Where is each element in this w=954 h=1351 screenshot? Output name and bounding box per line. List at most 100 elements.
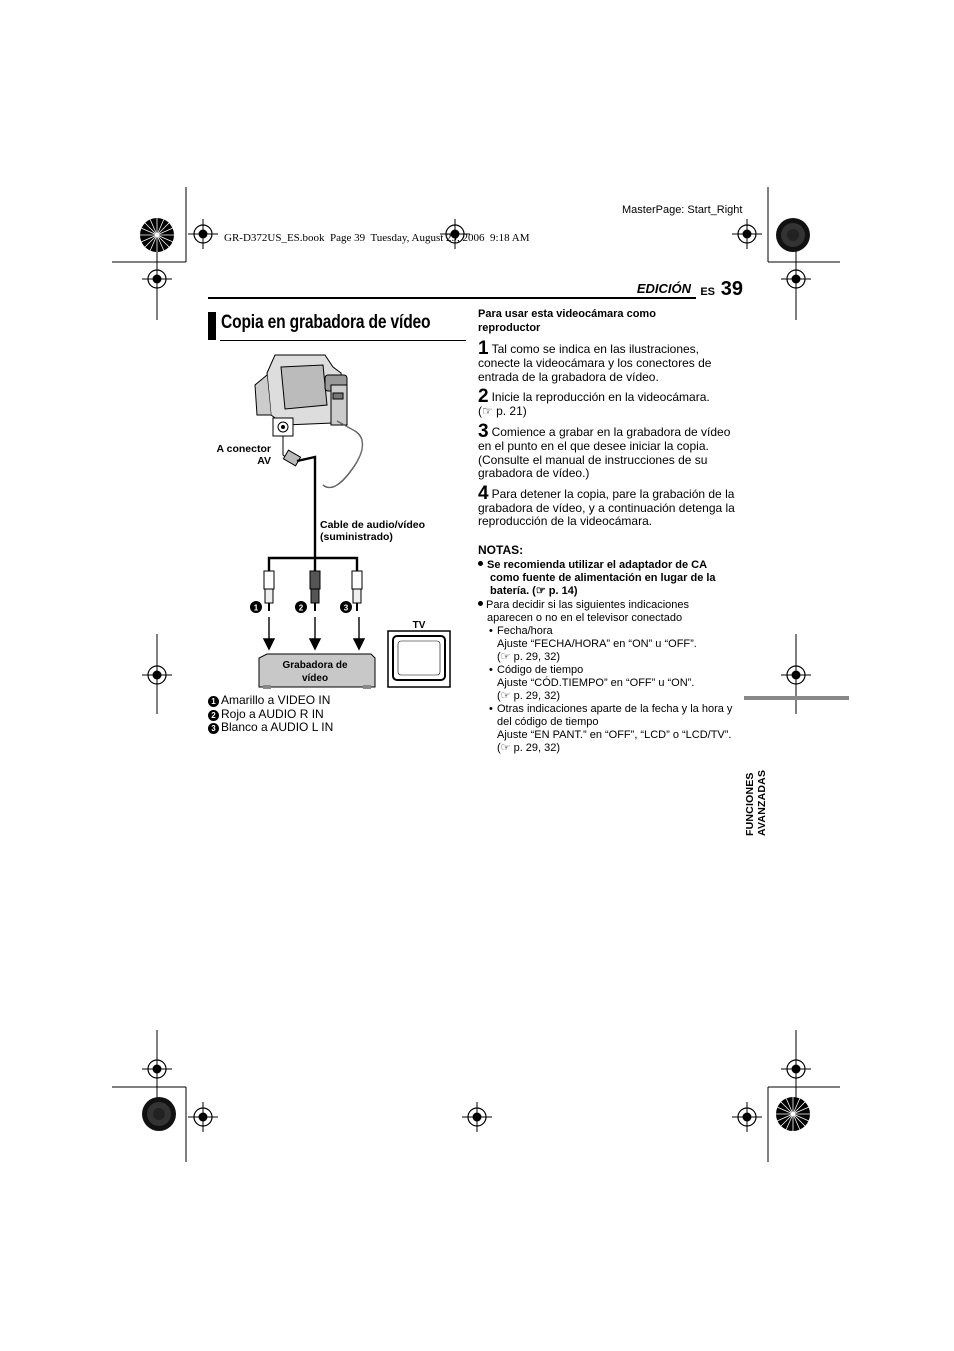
step-text-line: Para detener la copia, pare la grabación…	[491, 486, 735, 501]
av-connector-label-line2: AV	[257, 455, 271, 467]
connection-diagram: 1 2 3 Grabadora de vídeo TV	[250, 354, 451, 689]
color-target-icon	[142, 1097, 176, 1131]
note-text-line: como fuente de alimentación en lugar de …	[490, 571, 716, 584]
step-number: 3	[478, 420, 489, 442]
page-reference: (☞ p. 29, 32)	[497, 741, 561, 754]
legend-number: 1	[208, 696, 219, 707]
page-reference: (☞ p. 29, 32)	[497, 689, 561, 702]
legend-number: 2	[208, 709, 219, 721]
crosshair-target-icon	[142, 660, 172, 690]
cable-label: Cable de audio/vídeo (suministrado)	[320, 519, 425, 543]
subitem-line: Ajuste “FECHA/HORA” en “ON” u “OFF”.	[497, 637, 697, 650]
title-bar-marker	[208, 312, 216, 340]
marker-3: 3	[344, 604, 349, 613]
page-number: 39	[720, 278, 743, 300]
crosshair-target-icon	[188, 1102, 218, 1132]
sub-bullet: •	[489, 663, 493, 676]
bullet-icon	[478, 600, 483, 606]
subitem-title: Fecha/hora	[497, 624, 553, 637]
tv-illustration	[387, 630, 451, 688]
note-2: Para decidir si las siguientes indicacio…	[478, 599, 740, 625]
crosshair-target-icon	[781, 660, 811, 690]
legend-text: Amarillo a VIDEO IN	[221, 693, 331, 707]
crosshair-target-icon	[781, 1054, 811, 1084]
tv-label: TV	[413, 620, 426, 631]
step-text-line: Comience a grabar en la grabadora de víd…	[491, 424, 731, 439]
step-number: 2	[478, 386, 489, 408]
step-text-line: entrada de la grabadora de vídeo.	[478, 369, 659, 384]
rca-plug-white	[351, 570, 363, 611]
cable-label-line1: Cable de audio/vídeo	[320, 519, 426, 531]
step-text-line: en el punto en el que desee iniciar la c…	[478, 438, 709, 453]
av-connector-label: A conector AV	[208, 443, 271, 467]
note-1: Se recomienda utilizar el adaptador de C…	[478, 559, 740, 598]
step-text-line: Inicie la reproducción en la videocámara…	[491, 390, 710, 405]
crosshair-target-icon	[732, 219, 762, 249]
step-text-line: (Consulte el manual de instrucciones de …	[478, 452, 708, 467]
page-header: EDICIÓN ES 39	[600, 278, 745, 302]
vcr-label-line1: Grabadora de	[282, 660, 347, 671]
note-text-line: Para decidir si las siguientes indicacio…	[486, 598, 689, 611]
header-rule	[208, 297, 696, 299]
legend-text: Rojo a AUDIO R IN	[221, 706, 324, 721]
step-text-line: grabadora de vídeo, y a continuación det…	[478, 500, 735, 515]
page-title: Copia en grabadora de vídeo	[221, 312, 431, 333]
step-number: 1	[478, 338, 489, 360]
title-underline	[220, 340, 466, 341]
subitem-line: Ajuste “EN PANT.” en “OFF”, “LCD” o “LCD…	[497, 728, 732, 741]
color-target-icon	[776, 218, 810, 252]
crosshair-target-icon	[142, 264, 172, 294]
step-number: 4	[478, 482, 489, 504]
starburst-target-icon	[140, 218, 174, 252]
note-text-line: batería. (☞ p. 14)	[490, 584, 578, 597]
marker-2: 2	[299, 604, 304, 613]
instructions-heading: Para usar esta videocámara como reproduc…	[478, 308, 740, 335]
subitem-title: Otras indicaciones aparte de la fecha y …	[497, 702, 733, 715]
instructions-column: Para usar esta videocámara como reproduc…	[478, 308, 740, 755]
side-tab-label: FUNCIONES AVANZADAS	[744, 769, 768, 836]
subitem-line: Ajuste “CÓD.TIEMPO” en “OFF” u “ON”.	[497, 676, 695, 689]
section-name: EDICIÓN	[636, 281, 691, 296]
rca-plug-red	[309, 570, 321, 611]
note-subitem: • Código de tiempo Ajuste “CÓD.TIEMPO” en…	[478, 664, 740, 703]
instructions-heading-line1: Para usar esta videocámara como	[478, 308, 656, 320]
note-subitem: • Fecha/hora Ajuste “FECHA/HORA” en “ON” …	[478, 625, 740, 664]
crosshair-target-icon	[732, 1102, 762, 1132]
note-text-line: aparecen o no en el televisor conectado	[487, 611, 683, 624]
step-text-line: Tal como se indica en las ilustraciones,	[491, 342, 700, 357]
language-code: ES	[700, 286, 715, 298]
sub-bullet: •	[489, 702, 493, 715]
legend-number: 3	[208, 723, 219, 735]
rca-plug-yellow	[263, 570, 275, 611]
subitem-title: Código de tiempo	[497, 663, 584, 676]
camcorder-illustration	[254, 354, 348, 426]
book-file-header: GR-D372US_ES.book Page 39 Tuesday, Augus…	[224, 232, 530, 244]
note-text-line: Se recomienda utilizar el adaptador de C…	[487, 558, 708, 571]
step-text-line: grabadora de vídeo.)	[478, 466, 590, 481]
instructions-heading-line2: reproductor	[478, 321, 541, 334]
crosshair-target-icon	[142, 1054, 172, 1084]
notes-heading: NOTAS:	[478, 542, 524, 557]
page-reference: (☞ p. 29, 32)	[497, 650, 561, 663]
crosshair-target-icon	[440, 219, 470, 249]
vcr-label-line2: vídeo	[302, 673, 328, 684]
legend-text: Blanco a AUDIO L IN	[221, 720, 334, 735]
page-reference: (☞ p. 21)	[478, 404, 527, 419]
step-text-line: conecte la videocámara y los conectores …	[478, 356, 712, 371]
note-subitem: • Otras indicaciones aparte de la fecha y…	[478, 703, 740, 755]
av-connector-label-line1: A conector	[216, 443, 271, 455]
bullet-icon	[478, 560, 483, 566]
vcr-illustration	[258, 653, 376, 689]
subitem-line: del código de tiempo	[497, 715, 599, 728]
cable-label-line2: (suministrado)	[320, 531, 393, 543]
crosshair-target-icon	[462, 1102, 492, 1132]
marker-1: 1	[254, 604, 259, 613]
sub-bullet: •	[489, 624, 493, 637]
